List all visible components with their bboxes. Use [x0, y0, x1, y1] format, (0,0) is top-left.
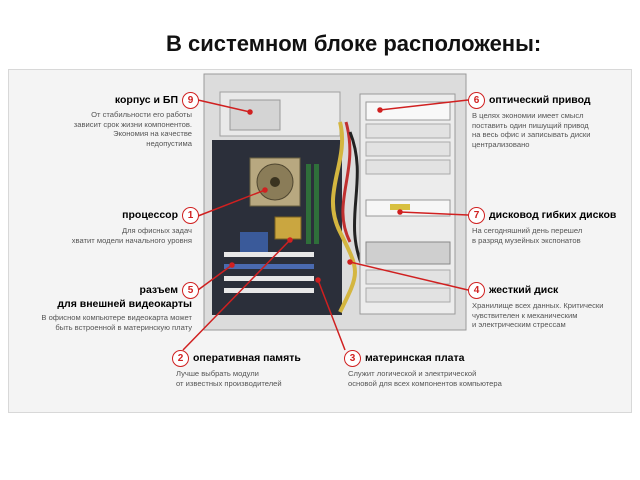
callout-title: жесткий диск	[489, 284, 559, 296]
slide-title: В системном блоке расположены:	[166, 31, 542, 56]
leader-7	[399, 211, 469, 216]
callout-number: 2	[172, 350, 189, 367]
callout-title: корпус и БП	[114, 94, 178, 106]
callout-number: 3	[344, 350, 361, 367]
callout-number: 9	[182, 92, 199, 109]
leader-5	[197, 264, 233, 291]
leader-1	[197, 189, 266, 217]
desc-line: централизовано	[472, 139, 530, 149]
pc-case-illustration	[203, 73, 467, 331]
desc-line: От стабильности его работы	[91, 110, 192, 119]
leader-4	[349, 261, 469, 291]
desc-line: В офисном компьютере видеокарта может	[41, 313, 192, 322]
callout-title-line2: для внешней видеокарты	[57, 298, 192, 310]
desc-line: от известных производителей	[176, 378, 282, 388]
callout-title: оптический привод	[489, 94, 591, 106]
desc-line: На сегодняшний день перешел	[472, 226, 583, 235]
callout-number: 1	[182, 207, 199, 224]
callout-title: оперативная память	[193, 352, 301, 364]
optical-drive-bay	[365, 101, 451, 121]
callout-title: процессор	[122, 209, 178, 221]
desc-line: в разряд музейных экспонатов	[472, 235, 581, 245]
callout-number: 7	[468, 207, 485, 224]
desc-line: основой для всех компонентов компьютера	[348, 378, 502, 388]
leader-2	[182, 239, 291, 351]
desc-line: Лучше выбрать модули	[176, 369, 259, 378]
callout-number: 4	[468, 282, 485, 299]
desc-line: зависит срок жизни компонентов.	[73, 119, 192, 129]
callout-title: дисковод гибких дисков	[489, 209, 617, 221]
callout-number: 6	[468, 92, 485, 109]
leader-6	[379, 99, 469, 111]
hdd-bay	[365, 241, 451, 265]
desc-line: Экономия на качестве	[113, 129, 192, 139]
desc-line: и электрическим стрессам	[472, 320, 566, 330]
leader-9	[197, 99, 251, 113]
desc-line: Служит логической и электрической	[348, 369, 477, 378]
desc-line: хватит модели начального уровня	[71, 235, 192, 245]
desc-line: В целях экономии имеет смысл	[472, 111, 584, 120]
desc-line: Хранилище всех данных. Критически	[472, 301, 604, 310]
callout-title: разъем	[139, 284, 178, 296]
desc-line: быть встроенной в материнскую плату	[55, 322, 192, 332]
desc-line: недопустима	[146, 138, 192, 148]
callout-number: 5	[182, 282, 199, 299]
desc-line: поставить один пишущий привод	[472, 120, 589, 130]
leader-3	[317, 279, 346, 351]
desc-line: на весь офис и записывать диски	[472, 130, 591, 140]
desc-line: чувствителен к механическим	[472, 310, 578, 320]
desc-line: Для офисных задач	[121, 226, 192, 235]
callout-title: материнская плата	[365, 352, 465, 364]
